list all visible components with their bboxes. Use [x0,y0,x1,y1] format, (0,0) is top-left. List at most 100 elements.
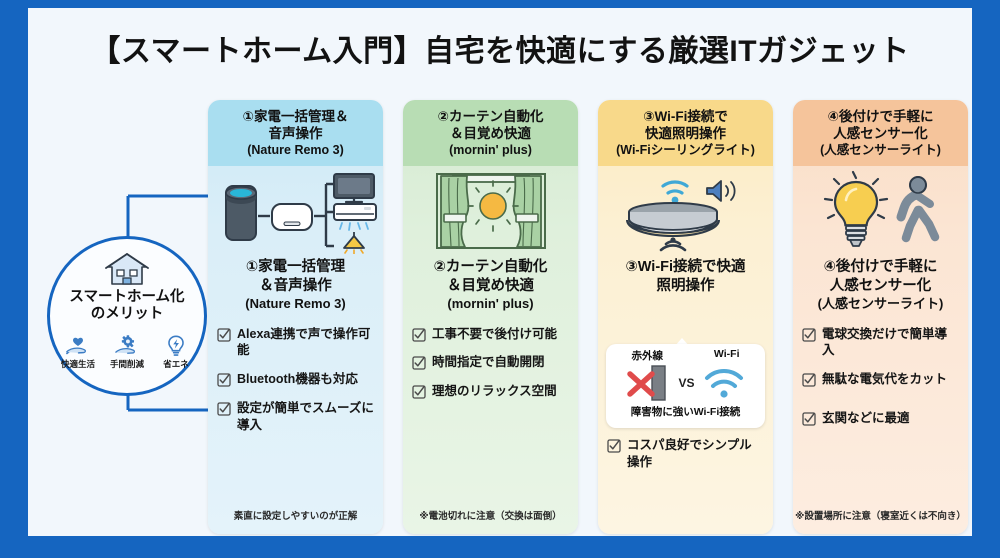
checkbox-checked-icon [802,327,816,342]
hub-benefit-label: 省エネ [163,359,189,370]
checkbox-checked-icon [217,373,231,387]
header-line-3: (mornin' plus) [449,143,532,158]
callout-tail [674,338,690,347]
vs-right-label: Wi-Fi [713,348,740,360]
checkbox-checked-icon [802,373,816,387]
headline-line-1: ①家電一括管理 [245,259,346,275]
headline-line-1: ②カーテン自動化 [433,259,548,275]
column-footnote: ※電池切れに注意（交換は面倒） [419,511,562,522]
headline-line-2: 人感センサー化 [829,277,932,294]
header-line-3: (Nature Remo 3) [247,143,344,158]
headline-line-2: ＆音声操作 [259,277,332,294]
checkbox-checked-icon [607,439,621,454]
bullet-text: 時間指定で自動開閉 [432,355,545,370]
hub-benefit-label: 快適生活 [60,359,95,370]
bullet-text: 電球交換だけで簡単導入 [822,326,948,358]
header-line-2: 人感センサー化 [833,125,928,141]
card-column-1[interactable]: ①家電一括管理＆ 音声操作 (Nature Remo 3) [208,100,383,534]
vs-card-graphics: VS [626,363,744,403]
column-header: ①家電一括管理＆ 音声操作 (Nature Remo 3) [208,100,383,166]
hub-benefit-item: 省エネ [154,334,198,370]
bullet-item: 電球交換だけで簡単導入 [802,326,959,360]
vs-card-labels: 赤外線 Wi-Fi [606,348,765,363]
column-artwork [208,166,383,258]
lightbulb-bolt-icon [168,335,184,357]
vs-card-note: 障害物に強いWi-Fi接続 [630,406,741,418]
header-line-1: ②カーテン自動化 [437,108,544,124]
column-artwork [598,166,773,258]
checkbox-checked-icon [217,327,231,342]
header-line-3: (人感センサーライト) [820,143,941,158]
lightbulb-walking-person-icon [823,170,939,247]
bullet-item: Bluetooth機器も対応 [217,371,374,388]
page-title: 【スマートホーム入門】自宅を快適にする厳選ITガジェット [90,35,910,68]
column-header: ④後付けで手軽に 人感センサー化 (人感センサーライト) [793,100,968,166]
bullet-text: コスパ良好でシンプル操作 [627,438,752,470]
column-header: ②カーテン自動化 ＆目覚め快適 (mornin' plus) [403,100,578,166]
infographic-canvas: 【スマートホーム入門】自宅を快適にする厳選ITガジェット スマートホーム化 のメ… [28,8,972,536]
heart-in-hand-icon [66,338,86,355]
bullet-item: 無駄な電気代をカット [802,371,959,388]
bullet-item: 設定が簡単でスムーズに導入 [217,400,374,434]
column-footnote: 素直に設定しやすいのが正解 [233,511,358,522]
bullet-item: Alexa連携で声で操作可能 [217,326,374,360]
headline-line-1: ④後付けで手軽に [823,259,938,275]
checkbox-checked-icon [802,412,816,426]
bullet-text: 無駄な電気代をカット [822,372,948,387]
hub-title-line1: スマートホーム化 [69,289,185,305]
column-headline: ②カーテン自動化 ＆目覚め快適 (mornin' plus) [403,258,578,313]
bullet-text: 玄関などに最適 [822,411,910,426]
vs-left-label: 赤外線 [631,350,663,362]
column-bullet-list: 工事不要で後付け可能 時間指定で自動開閉 理想のリラックス空間 [403,326,578,413]
bullet-text: 工事不要で後付け可能 [432,326,558,341]
bullet-item: 理想のリラックス空間 [412,383,569,400]
headline-line-3: (mornin' plus) [447,295,534,311]
column-header: ③Wi-Fi接続で 快適照明操作 (Wi-Fiシーリングライト) [598,100,773,166]
column-bullet-list: Alexa連携で声で操作可能 Bluetooth機器も対応 設定が簡単でスムーズ… [208,326,383,446]
card-column-3[interactable]: ③Wi-Fi接続で 快適照明操作 (Wi-Fiシーリングライト) [598,100,773,534]
bullet-item: 玄関などに最適 [802,410,959,427]
curtain-sunrise-icon [435,173,546,249]
headline-line-3: (人感センサーライト) [817,295,944,311]
header-line-2: 快適照明操作 [645,125,726,141]
wifi-strong-icon [704,368,743,398]
header-line-2: 音声操作 [268,125,323,141]
bullet-text: Bluetooth機器も対応 [237,372,358,387]
checkbox-checked-icon [217,402,231,416]
checkbox-checked-icon [412,385,426,399]
column-headline: ③Wi-Fi接続で快適 照明操作 [598,258,773,296]
checkbox-checked-icon [412,327,426,342]
header-line-1: ③Wi-Fi接続で [643,108,728,124]
bullet-item: コスパ良好でシンプル操作 [607,437,764,471]
column-artwork [793,166,968,258]
bullet-item: 工事不要で後付け可能 [412,326,569,343]
column-artwork [403,166,578,258]
headline-line-2: ＆目覚め快適 [447,277,534,294]
house-icon [105,253,149,285]
headline-line-1: ③Wi-Fi接続で快適 [625,259,746,275]
header-line-2: ＆目覚め快適 [450,125,531,141]
column-headline: ④後付けで手軽に 人感センサー化 (人感センサーライト) [793,258,968,313]
hub-benefit-label: 手間削減 [109,359,144,370]
header-line-1: ①家電一括管理＆ [242,108,349,124]
bullet-item: 時間指定で自動開閉 [412,354,569,371]
card-column-4[interactable]: ④後付けで手軽に 人感センサー化 (人感センサーライト) [793,100,968,534]
column-footnote: ※設置場所に注意（寝室近くは不向き） [795,511,966,522]
checkbox-checked-icon [412,356,426,371]
hub-benefit-item: 手間削減 [105,334,149,370]
bullet-text: 設定が簡単でスムーズに導入 [237,401,374,433]
bullet-text: Alexa連携で声で操作可能 [237,326,371,358]
smart-speaker-hub-appliances-icon [224,173,377,254]
headline-line-3: (Nature Remo 3) [245,295,346,311]
infrared-vs-wifi-card: 赤外線 Wi-Fi VS [606,344,765,428]
vs-word: VS [678,376,695,390]
hub-title-line2: のメリット [90,305,164,322]
headline-line-2: 照明操作 [656,277,715,294]
header-line-1: ④後付けで手軽に [827,108,934,124]
wifi-ceiling-light-icon [625,180,735,252]
card-column-2[interactable]: ②カーテン自動化 ＆目覚め快適 (mornin' plus) [403,100,578,534]
column-bullet-list: 電球交換だけで簡単導入 無駄な電気代をカット 玄関などに最適 [793,326,968,440]
gear-in-hand-icon [115,335,135,355]
infrared-blocked-icon [627,365,667,401]
column-headline: ①家電一括管理 ＆音声操作 (Nature Remo 3) [208,258,383,313]
